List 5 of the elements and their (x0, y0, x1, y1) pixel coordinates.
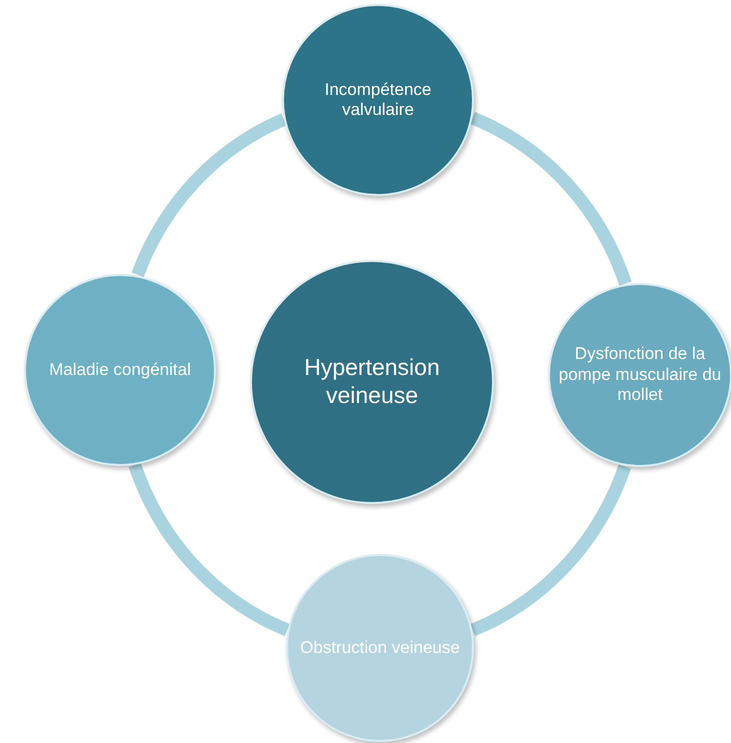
node-label: Hypertension veineuse (303, 354, 441, 410)
node-label: Maladie congénital (48, 360, 192, 380)
node-label: Obstruction veineuse (299, 638, 461, 658)
node-label: Dysfonction de la pompe musculaire du mollet (558, 344, 722, 406)
node-label: Incompétence valvulaire (324, 80, 432, 120)
